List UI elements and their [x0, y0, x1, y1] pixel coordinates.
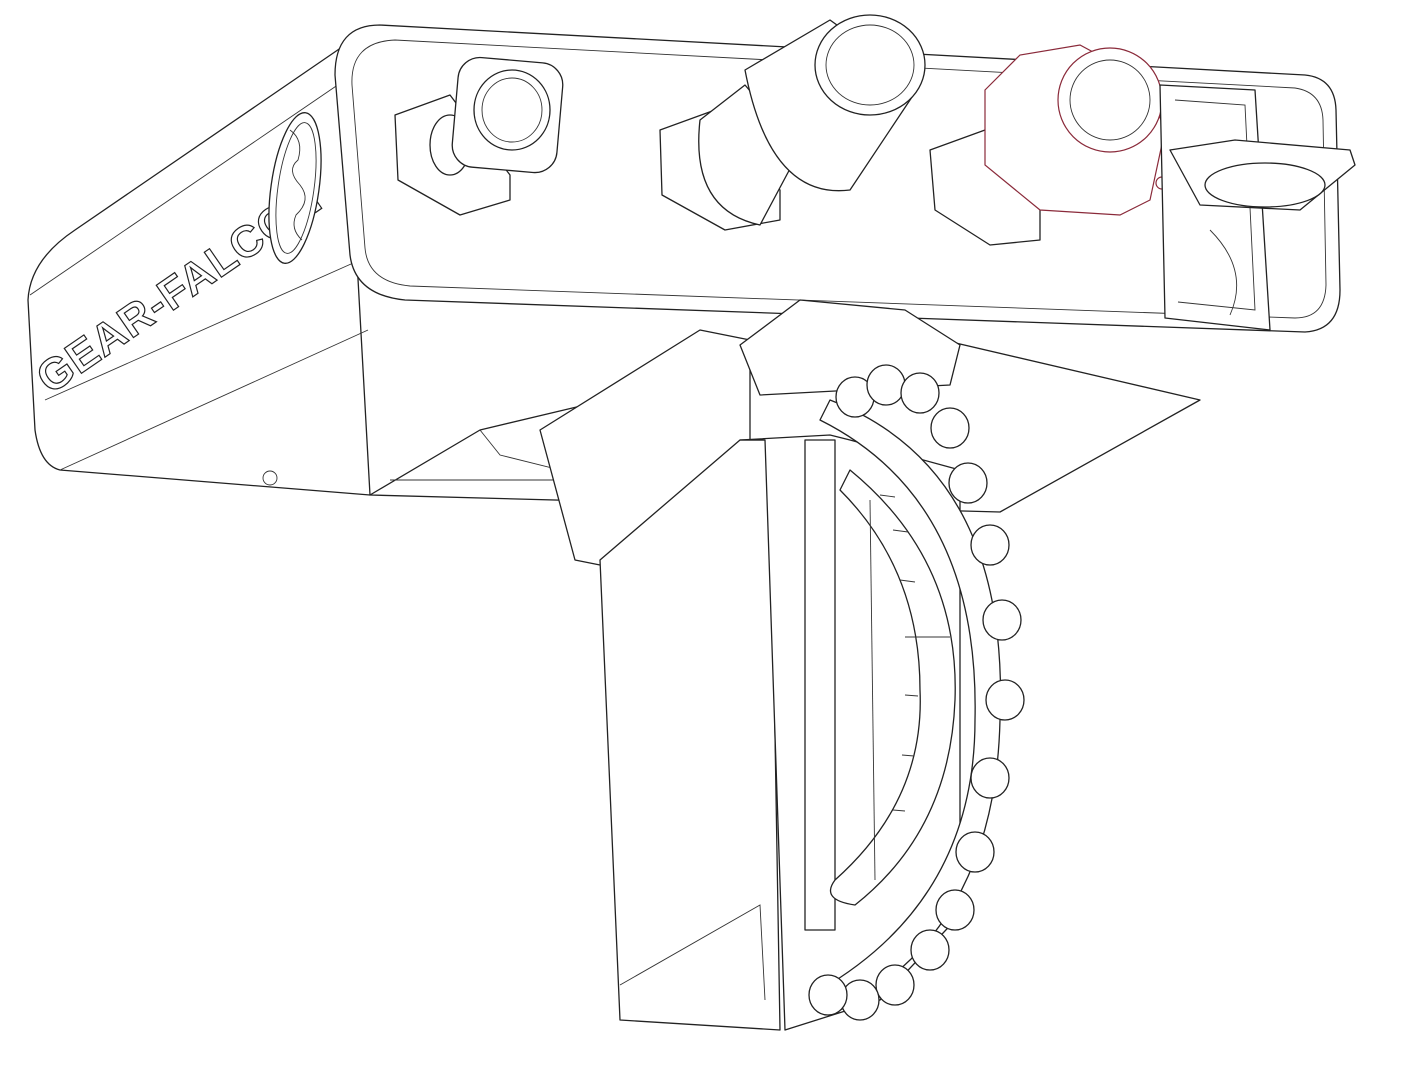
- gear-tooth: [948, 462, 988, 504]
- gear-tooth: [935, 889, 975, 931]
- gear-tooth: [910, 929, 950, 971]
- gear-tooth: [982, 599, 1022, 641]
- coupling-fitting: [929, 44, 1169, 246]
- gear-tooth: [866, 364, 906, 406]
- side-lever: [1159, 84, 1356, 331]
- push-button-fitting: [394, 56, 564, 216]
- housing-side-face: GEAR-FALCON: [27, 44, 371, 496]
- gear-tooth: [955, 831, 995, 873]
- gear-tooth: [930, 407, 970, 449]
- gear-tooth: [970, 757, 1010, 799]
- gear-tooth: [970, 524, 1010, 566]
- screw-hole: [262, 470, 278, 486]
- mounting-bracket: [539, 299, 961, 1031]
- gear-tooth: [875, 964, 915, 1006]
- gear-tooth: [985, 679, 1025, 721]
- gear-tooth: [900, 372, 940, 414]
- dial-scale-ticks: [879, 494, 950, 812]
- dial-housing: [739, 434, 961, 1031]
- falcon-logo-emblem: [268, 112, 322, 264]
- knurled-fitting: [659, 14, 926, 231]
- gear-ring: [808, 364, 1025, 1021]
- gear-tooth: [808, 974, 848, 1016]
